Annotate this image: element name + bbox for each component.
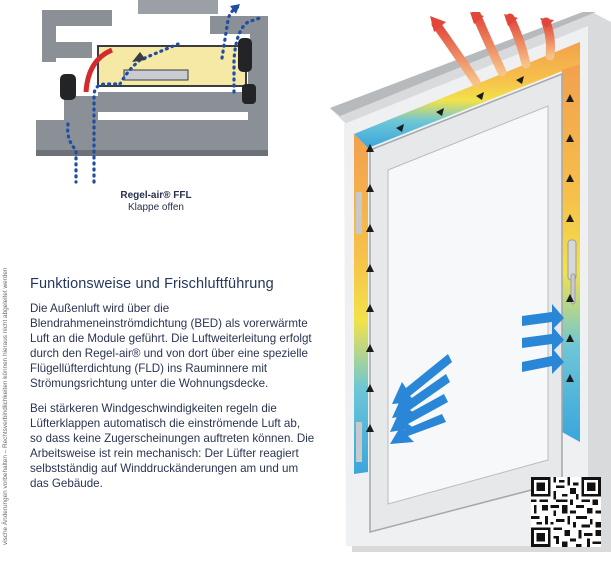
paragraph-1: Die Außenluft wird über die Blendrahmene… [30,302,312,390]
profile-cross-section-figure [36,0,268,184]
paragraph-2: Bei stärkeren Windgeschwindigkeiten rege… [30,402,315,490]
figure-caption: Regel-air® FFL Klappe offen [96,190,216,214]
legal-side-note: vische Änderungen vorbehalten – Rechtsve… [2,267,9,545]
caption-title: Regel-air® FFL [120,190,192,201]
caption-subtitle: Klappe offen [128,202,184,213]
section-title: Funktionsweise und Frischluftführung [30,276,274,292]
window-airflow-figure [330,12,611,552]
text-block: Funktionsweise und Frischluftführung Die… [30,276,315,501]
qr-code-icon [531,477,601,547]
